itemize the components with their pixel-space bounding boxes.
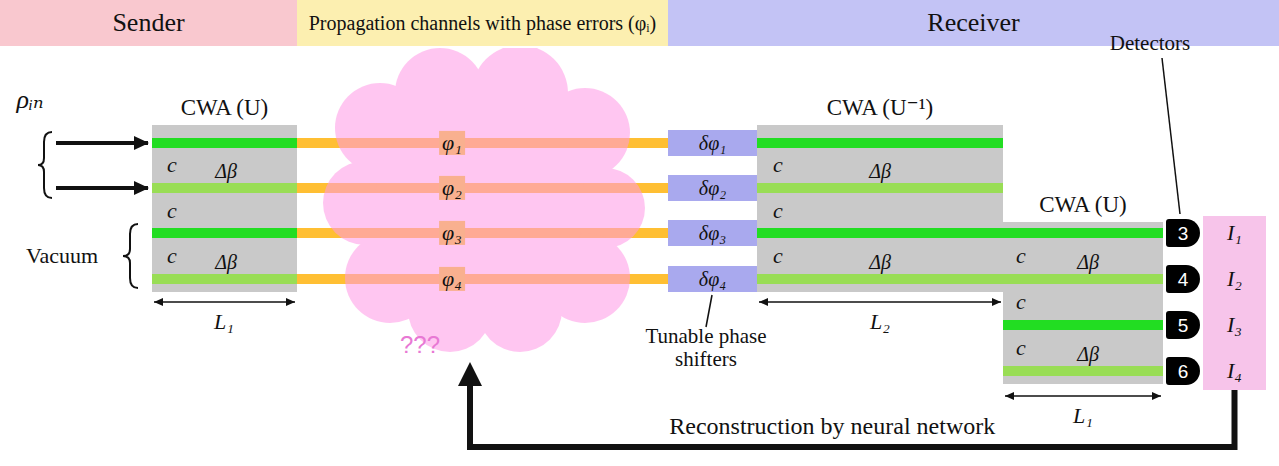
phase-error-label: φ₂: [439, 176, 465, 200]
cwa-heading: CWA (U): [1039, 192, 1127, 217]
phase-shifter: δφ₃: [668, 220, 757, 246]
input-arrow: [56, 141, 148, 145]
detector-number: 5: [1178, 316, 1189, 335]
cwa-body: [152, 125, 297, 292]
length-label: L₂: [870, 310, 890, 334]
dimension-arrow: [154, 301, 295, 303]
brace: [123, 224, 138, 288]
waveguide: [152, 274, 297, 284]
detuning-label: Δβ: [215, 251, 237, 273]
phase-label: δφ₂: [699, 178, 726, 198]
coupling-label: c: [773, 153, 783, 177]
intensity-label: I₄: [1227, 360, 1242, 382]
intensity-box: I₁ I₂ I₃ I₄: [1203, 216, 1266, 390]
phase-label: δφ₁: [699, 133, 726, 153]
waveguide: [757, 138, 1003, 148]
detector: 6: [1166, 357, 1200, 385]
coupling-label: c: [1016, 336, 1026, 360]
cwa-body: [757, 125, 1003, 292]
input-arrow: [56, 186, 148, 190]
waveguide: [152, 138, 297, 148]
detector-number: 6: [1178, 362, 1189, 381]
dimension-arrow: [759, 301, 1001, 303]
coupling-label: c: [1016, 290, 1026, 314]
intensity-label: I₂: [1227, 268, 1242, 290]
length-label: L₁: [1073, 404, 1093, 428]
phase-shifter: δφ₂: [668, 175, 757, 201]
error-cloud: ???: [320, 48, 645, 358]
cloud-puffs: [323, 48, 645, 352]
dimension-arrow: [1005, 395, 1161, 397]
brace: [38, 132, 52, 198]
phase-shifter: δφ₁: [668, 130, 757, 156]
cloud-question: ???: [400, 332, 440, 358]
waveguide: [1003, 274, 1163, 284]
header-band: Sender: [0, 0, 297, 46]
waveguide: [1003, 320, 1163, 330]
shifter-caption: Tunable phase shifters: [636, 325, 776, 371]
length-label: L₁: [214, 310, 234, 334]
detuning-label: Δβ: [1077, 343, 1099, 365]
vacuum-label: Vacuum: [26, 244, 98, 268]
cwa-heading: CWA (U): [181, 95, 269, 120]
phase-shifter: δφ₄: [668, 266, 757, 292]
intensity-label: I₁: [1227, 222, 1242, 244]
waveguide: [757, 183, 1003, 193]
detectors-caption: Detectors: [1110, 32, 1190, 55]
coupling-label: c: [773, 244, 783, 268]
cloud-puff: [375, 98, 585, 308]
leader-line: [706, 295, 712, 327]
phase-label: δφ₄: [699, 269, 726, 289]
detector: 4: [1166, 265, 1200, 293]
waveguide: [1003, 228, 1163, 238]
detuning-label: Δβ: [869, 160, 891, 182]
coupling-label: c: [167, 244, 177, 268]
detector-number: 3: [1178, 224, 1189, 243]
cloud-shape: [320, 48, 645, 358]
detector-number: 4: [1178, 270, 1189, 289]
phase-error-label: φ₄: [439, 267, 465, 291]
header-band: Propagation channels with phase errors (…: [297, 0, 668, 46]
waveguide: [152, 183, 297, 193]
cwa-heading: CWA (U⁻¹): [827, 95, 934, 120]
coupling-label: c: [167, 153, 177, 177]
waveguide: [152, 228, 297, 238]
waveguide: [1003, 366, 1163, 376]
band-title: Sender: [112, 9, 184, 36]
band-title: Propagation channels with phase errors (…: [309, 13, 657, 34]
phase-error-label: φ₃: [439, 221, 465, 245]
rho-label: ρᵢₙ: [16, 86, 43, 115]
waveguide: [757, 274, 1003, 284]
coupling-label: c: [167, 199, 177, 223]
coupling-label: c: [1016, 244, 1026, 268]
intensity-label: I₃: [1227, 314, 1242, 336]
waveguide: [757, 228, 1003, 238]
detector: 5: [1166, 311, 1200, 339]
leader-line: [1162, 58, 1180, 214]
band-title: Receiver: [927, 9, 1019, 36]
phase-label: δφ₃: [699, 223, 726, 243]
coupling-label: c: [773, 199, 783, 223]
detuning-label: Δβ: [1077, 251, 1099, 273]
detuning-label: Δβ: [869, 251, 891, 273]
detector: 3: [1166, 219, 1200, 247]
detuning-label: Δβ: [215, 160, 237, 182]
feedback-arrow: [470, 384, 1235, 447]
cwa-body: [1003, 222, 1163, 384]
phase-error-label: φ₁: [439, 131, 465, 155]
edge-label: Reconstruction by neural network: [665, 413, 999, 439]
